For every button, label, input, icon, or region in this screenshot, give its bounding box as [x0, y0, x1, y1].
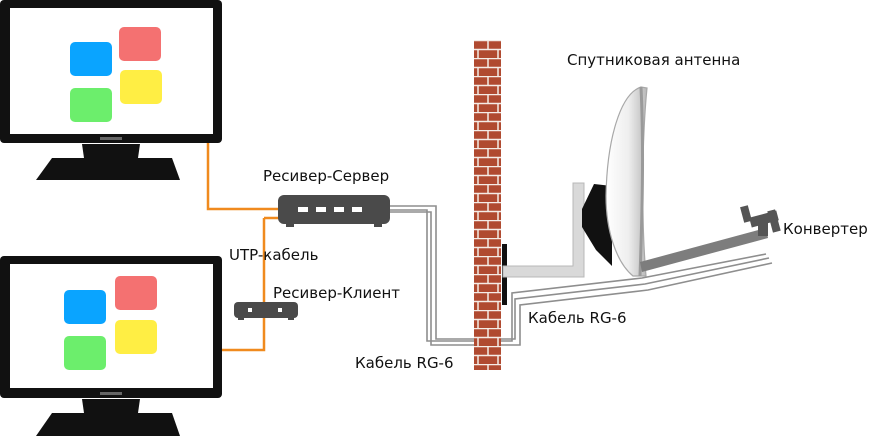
monitor-bottom-stand [36, 413, 180, 436]
tile-green [70, 88, 112, 122]
receiver-client-device [234, 302, 298, 320]
label-satellite-dish: Спутниковая антенна [567, 51, 741, 69]
satellite-dish [582, 86, 781, 277]
monitor-top-neck [82, 144, 140, 158]
tile-yellow [120, 70, 162, 104]
monitor-top [0, 0, 222, 180]
lnb-converter [740, 205, 781, 236]
monitor-top-logo [100, 137, 122, 140]
coax-cable-1-b [389, 211, 773, 346]
brick-wall [474, 40, 501, 370]
tile-red [115, 276, 157, 310]
label-receiver-server: Ресивер-Сервер [263, 167, 390, 185]
utp-cable-top [206, 143, 281, 211]
monitor-bottom [0, 256, 222, 436]
coax-cable-1-a [389, 205, 770, 340]
tile-blue [64, 290, 106, 324]
monitor-bottom-neck [82, 399, 140, 413]
tile-red [119, 27, 161, 61]
mount-bracket [502, 182, 585, 278]
label-lnb: Конвертер [783, 220, 868, 238]
monitor-top-stand [36, 158, 180, 180]
label-receiver-client: Ресивер-Клиент [273, 284, 401, 302]
label-utp-cable: UTP-кабель [229, 246, 319, 264]
coax-cable-2-a [389, 209, 767, 342]
monitor-bottom-screen [10, 264, 213, 388]
label-cable-indoor: Кабель RG-6 [355, 354, 454, 372]
lnb-feed-arm [640, 228, 768, 272]
wall-bricks [474, 40, 501, 370]
receiver-server-device [278, 195, 390, 227]
coax-cables [389, 205, 773, 346]
label-cable-outdoor: Кабель RG-6 [528, 309, 627, 327]
monitor-bottom-logo [100, 392, 122, 395]
utp-cable-bottom [222, 218, 266, 352]
tile-blue [70, 42, 112, 76]
dish-rim [638, 86, 645, 277]
tile-green [64, 336, 106, 370]
tile-yellow [115, 320, 157, 354]
dish-back-mount [582, 184, 612, 266]
